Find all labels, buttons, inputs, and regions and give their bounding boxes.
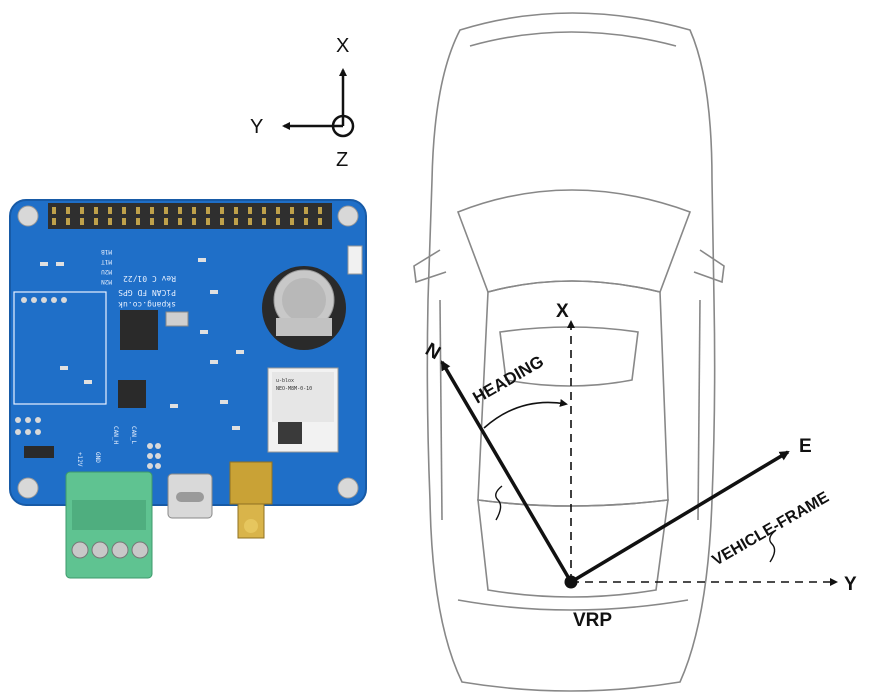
header-pads xyxy=(15,297,67,435)
vrp-label: VRP xyxy=(573,610,612,631)
board-y-label: Y xyxy=(250,116,263,138)
jumper-label-1: M1B xyxy=(101,248,112,255)
gpio-header xyxy=(48,203,332,229)
usb-c-opening xyxy=(176,492,204,502)
pcb-outline xyxy=(9,199,367,506)
pcb-board: u-blox NEO-M8M-0-10 PiCAN FD GPS Rev C 0… xyxy=(9,199,367,579)
jumper-pins xyxy=(147,443,161,469)
heading-label: HEADING xyxy=(470,352,547,408)
crystal xyxy=(165,311,189,327)
vehicle-frame-label: VEHICLE-FRAME xyxy=(710,489,833,570)
jumper-label-4: M2N xyxy=(101,278,112,285)
east-arrow xyxy=(570,450,790,584)
vehicle-x-label: X xyxy=(556,301,569,322)
car-trunk xyxy=(457,599,689,611)
board-axis-triad: X Y Z xyxy=(250,35,355,171)
mounting-hole xyxy=(337,477,359,499)
car-rear-window xyxy=(477,499,669,598)
vehicle-frame-leader-squiggle xyxy=(769,529,777,563)
mounting-hole xyxy=(17,477,39,499)
pcb-revision: Rev C 01/22 xyxy=(123,274,176,283)
terminal-label-canl: CAN_L xyxy=(130,426,137,444)
vrp-point xyxy=(564,575,578,589)
can-controller-chip xyxy=(120,310,158,350)
silkscreen-area xyxy=(13,291,107,405)
board-z-label: Z xyxy=(336,149,348,171)
gps-module: u-blox NEO-M8M-0-10 xyxy=(267,367,339,453)
sma-connector xyxy=(229,461,273,539)
screw-terminal-block xyxy=(65,471,153,579)
heading-angle-arc xyxy=(483,399,568,429)
gps-module-brand: u-blox xyxy=(276,378,294,384)
pcb-product-name: PiCAN FD GPS xyxy=(118,288,176,297)
right-mirror xyxy=(693,249,725,284)
east-label: E xyxy=(799,436,812,457)
coin-cell-holder xyxy=(262,266,346,350)
transceiver-chip xyxy=(118,380,146,408)
left-mirror xyxy=(413,249,447,284)
left-door-line xyxy=(439,299,443,521)
terminal-label-12v: +12V xyxy=(76,452,83,467)
smd-components xyxy=(40,258,244,430)
right-door-line xyxy=(697,299,701,521)
car-hood-line xyxy=(469,31,677,47)
jumper-label-2: M1T xyxy=(101,258,112,265)
car-body xyxy=(426,12,716,692)
north-arrow xyxy=(440,360,573,583)
board-z-axis-symbol xyxy=(331,114,355,138)
terminal-label-gnd: GND xyxy=(94,452,101,463)
car-sunroof xyxy=(499,326,639,387)
mounting-hole xyxy=(17,205,39,227)
heading-leader-squiggle xyxy=(495,485,503,521)
pcb-website: skpang.co.uk xyxy=(118,300,176,309)
jumper-label-3: M2U xyxy=(101,268,112,275)
jst-connector xyxy=(347,245,363,275)
mounting-hole xyxy=(337,205,359,227)
gps-module-model: NEO-M8M-0-10 xyxy=(276,386,312,392)
board-x-label: X xyxy=(336,35,349,57)
terminal-label-canh: CAN_H xyxy=(112,426,119,444)
car-windshield xyxy=(456,189,692,293)
vehicle-y-label: Y xyxy=(844,574,857,595)
car-outline xyxy=(413,12,725,692)
diode xyxy=(24,446,54,458)
